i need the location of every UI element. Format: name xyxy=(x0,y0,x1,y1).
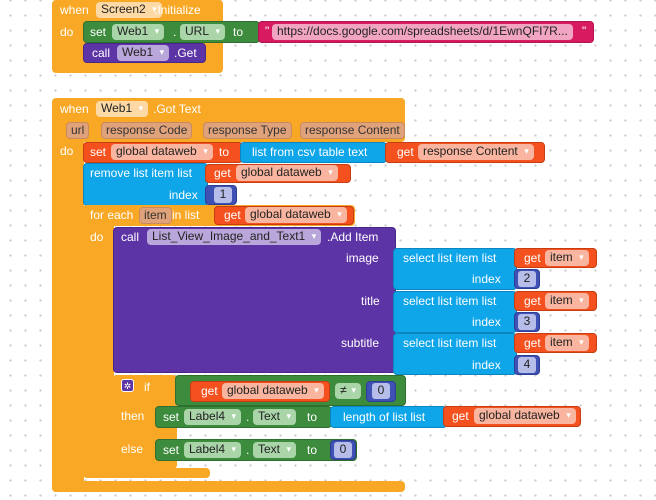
length-label: length of list list xyxy=(343,410,426,424)
for-each-label: for each xyxy=(90,208,134,222)
arg-title-label: title xyxy=(361,294,380,308)
url-text-field[interactable]: https://docs.google.com/spreadsheets/d/1… xyxy=(272,24,573,40)
to-label: to xyxy=(307,443,318,457)
quote-close: " xyxy=(582,24,587,38)
do-label: do xyxy=(90,230,104,244)
operator-dropdown[interactable]: ≠ xyxy=(335,383,361,399)
remove-label: remove list item list xyxy=(90,166,193,180)
item-param[interactable]: item xyxy=(139,207,172,224)
arg-subtitle-label: subtitle xyxy=(341,336,380,350)
for-each-bottom xyxy=(83,468,210,478)
get-label: get xyxy=(452,409,469,423)
event-label: .Got Text xyxy=(153,102,201,116)
get-label: get xyxy=(224,208,241,222)
gear-icon[interactable]: ✲ xyxy=(121,379,134,392)
else-label: else xyxy=(121,442,144,456)
param-response-code[interactable]: response Code xyxy=(101,122,193,139)
param-response-content[interactable]: response Content xyxy=(300,122,405,139)
when-label: when xyxy=(60,3,89,17)
index-number[interactable]: 3 xyxy=(518,314,536,330)
get-label: get xyxy=(397,145,414,159)
call-label: call xyxy=(121,230,140,244)
select-list-item-block[interactable] xyxy=(393,248,517,290)
to-label: to xyxy=(307,410,318,424)
method-label: .Get xyxy=(174,46,197,60)
set-label: set xyxy=(90,25,107,39)
for-each-strip xyxy=(83,215,114,477)
listview-dropdown[interactable]: List_View_Image_and_Text1 xyxy=(147,229,322,245)
label-dropdown[interactable]: Label4 xyxy=(184,409,242,425)
var-dropdown[interactable]: global dataweb xyxy=(245,207,347,223)
property-dropdown[interactable]: Text xyxy=(253,442,297,458)
compare-number[interactable]: 0 xyxy=(372,383,390,399)
web-dropdown[interactable]: Web1 xyxy=(96,101,149,117)
property-dropdown[interactable]: Text xyxy=(253,409,297,425)
var-dropdown[interactable]: global dataweb xyxy=(222,383,324,399)
index-label: index xyxy=(472,272,501,286)
get-label: get xyxy=(524,251,541,265)
label-dropdown[interactable]: Label4 xyxy=(184,442,242,458)
index-number[interactable]: 2 xyxy=(518,271,536,287)
get-param-dropdown[interactable]: response Content xyxy=(418,144,534,160)
dot: . xyxy=(246,443,250,457)
item-dropdown[interactable]: item xyxy=(545,250,589,266)
select-label: select list item list xyxy=(403,251,497,265)
else-number[interactable]: 0 xyxy=(334,442,352,458)
component-dropdown[interactable]: Web1 xyxy=(112,24,165,40)
event-label: .Initialize xyxy=(154,3,201,17)
do-label: do xyxy=(60,144,74,158)
event-bottom xyxy=(52,481,405,492)
var-dropdown[interactable]: global dataweb xyxy=(474,408,576,424)
index-number[interactable]: 4 xyxy=(518,357,536,373)
index-number[interactable]: 1 xyxy=(214,187,232,203)
get-label: get xyxy=(201,384,218,398)
select-label: select list item list xyxy=(403,336,497,350)
var-dropdown[interactable]: global dataweb xyxy=(236,165,338,181)
set-label: set xyxy=(163,443,180,457)
set-label-text-block[interactable] xyxy=(155,406,332,428)
property-dropdown[interactable]: URL xyxy=(180,24,226,40)
dot: . xyxy=(173,25,177,39)
get-label: get xyxy=(524,336,541,350)
to-label: to xyxy=(219,145,230,159)
index-label: index xyxy=(472,315,501,329)
item-dropdown[interactable]: item xyxy=(545,335,589,351)
csv-label: list from csv table text xyxy=(252,145,368,159)
to-label: to xyxy=(233,25,244,39)
do-label: do xyxy=(60,25,74,39)
get-label: get xyxy=(214,166,231,180)
set-label: set xyxy=(163,410,180,424)
screen-dropdown[interactable]: Screen2 xyxy=(96,2,162,18)
event-body-strip xyxy=(52,130,84,492)
select-list-item-block[interactable] xyxy=(393,291,517,333)
remove-list-item-block[interactable] xyxy=(83,163,208,206)
if-label: if xyxy=(144,380,150,394)
in-list-label: in list xyxy=(172,208,200,222)
when-label: when xyxy=(60,102,89,116)
add-item-block[interactable] xyxy=(113,227,396,373)
select-label: select list item list xyxy=(403,294,497,308)
arg-image-label: image xyxy=(346,251,379,265)
get-label: get xyxy=(524,294,541,308)
then-label: then xyxy=(121,409,145,423)
index-label: index xyxy=(472,358,501,372)
param-response-type[interactable]: response Type xyxy=(203,122,292,139)
variable-dropdown[interactable]: global dataweb xyxy=(111,144,213,160)
quote-open: " xyxy=(265,24,270,38)
set-label: set xyxy=(90,145,107,159)
dot: . xyxy=(246,410,250,424)
param-url[interactable]: url xyxy=(66,122,90,139)
call-label: call xyxy=(92,46,111,60)
select-list-item-block[interactable] xyxy=(393,333,517,375)
item-dropdown[interactable]: item xyxy=(545,293,589,309)
index-label: index xyxy=(169,188,198,202)
call-component-dropdown[interactable]: Web1 xyxy=(117,45,170,61)
add-item-label: .Add Item xyxy=(327,230,379,244)
